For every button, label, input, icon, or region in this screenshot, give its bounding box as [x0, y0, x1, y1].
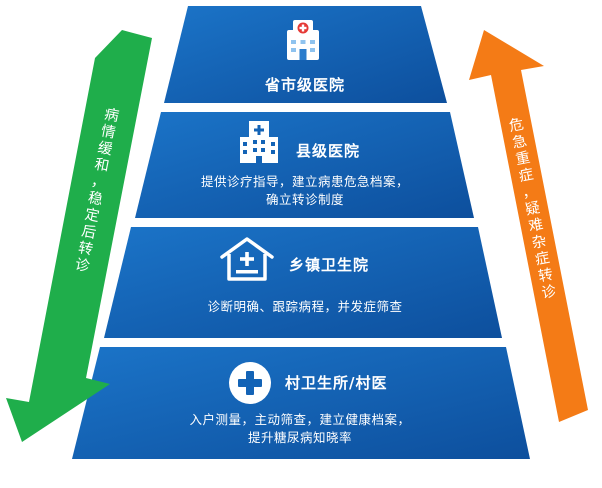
- left-green-arrow: [6, 30, 152, 442]
- clinic-house-icon: [220, 237, 274, 281]
- tier-4-desc-line-1: 入户测量，主动筛查，建立健康档案，: [189, 412, 411, 427]
- medical-cross-icon: [229, 362, 271, 404]
- tier-1-title: 省市级医院: [264, 76, 345, 94]
- tier-4-title: 村卫生所/村医: [285, 374, 388, 392]
- tier-2-band: [135, 112, 474, 218]
- right-arrow-char: 诊: [540, 283, 558, 302]
- tier-3-title: 乡镇卫生院: [289, 256, 370, 274]
- right-orange-arrow: [469, 30, 588, 422]
- tier-3-band: [104, 227, 502, 338]
- tier-3-desc-line-1: 诊断明确、跟踪病程，并发症筛查: [207, 299, 403, 314]
- tier-2-desc-line-2: 确立转诊制度: [265, 192, 344, 207]
- left-arrow-char: 诊: [73, 256, 91, 276]
- hospital-tower-icon: [240, 121, 278, 163]
- tier-4-desc-line-2: 提升糖尿病知晓率: [247, 430, 352, 445]
- hospital-building-icon: [287, 20, 319, 60]
- tier-4-band: [72, 347, 530, 459]
- tier-2-title: 县级医院: [296, 142, 361, 160]
- tier-2-desc-line-1: 提供诊疗指导，建立病患危急档案，: [200, 174, 409, 189]
